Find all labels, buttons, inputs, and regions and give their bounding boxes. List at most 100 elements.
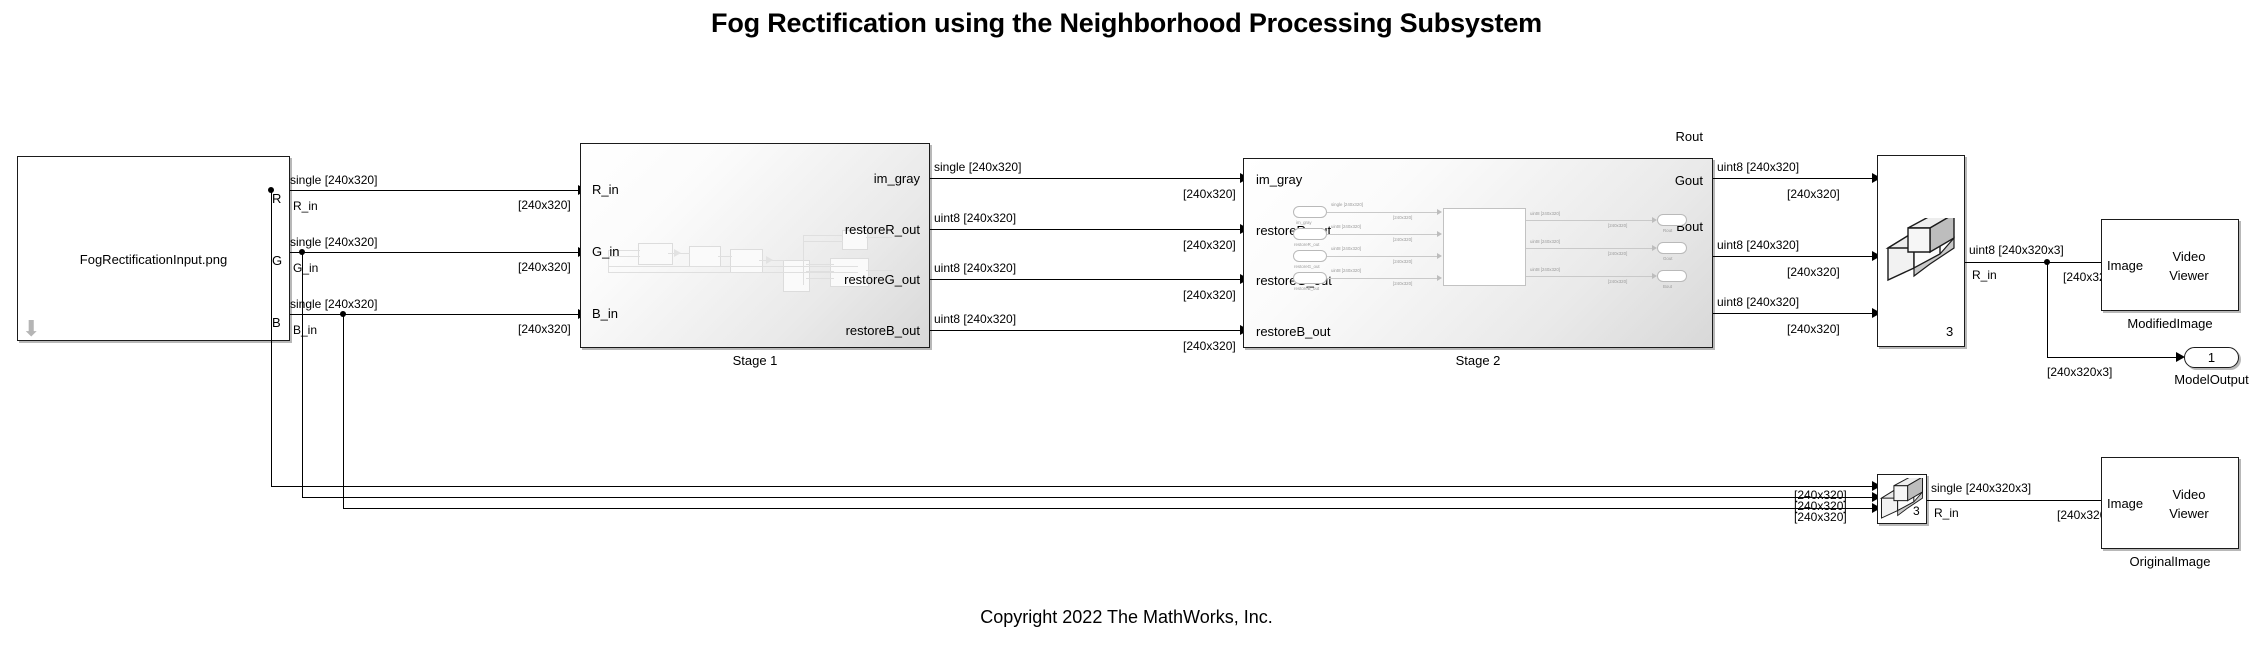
stage1-out-restoreb: restoreB_out [845, 323, 920, 338]
stage1-ghost-line-13 [866, 237, 892, 238]
source-port-letter-g: G [272, 253, 283, 268]
arrow-concat2-in1 [1872, 481, 1881, 491]
concat1-in1-dims: [240x320] [1787, 187, 1840, 201]
viewer-original-port: Image [2107, 496, 2144, 511]
block-viewer-modified[interactable] [2101, 219, 2239, 311]
bus-g-bottom [302, 497, 1880, 498]
stage2-inner-dims-2: [240x320] [1393, 237, 1413, 242]
stage2-inner-outlabel-bout: Bout [1663, 284, 1673, 289]
input-source-name: FogRectificationInput.png [79, 252, 228, 267]
block-model-output[interactable]: 1 [2184, 347, 2239, 368]
concat-original-in3-dims: [240x320] [1794, 510, 1847, 524]
wire-rout-signal: uint8 [240x320] [1717, 160, 1800, 174]
wire-restoreb-signal: uint8 [240x320] [934, 312, 1017, 326]
wire-restorer-signal: uint8 [240x320] [934, 211, 1017, 225]
stage1-ghost-3 [730, 249, 763, 273]
concat1-in2-dims: [240x320] [1787, 265, 1840, 279]
block-viewer-original[interactable] [2101, 457, 2239, 549]
stage2-inner-arrow-4 [1437, 275, 1442, 281]
concat-original-out-signal-v: single [240x320x3] [1931, 481, 2032, 495]
arrow-concat2-in2 [1872, 492, 1881, 502]
wire-restoreb [930, 330, 1240, 331]
stage2-inner-out-arrow-1 [1652, 217, 1657, 223]
stage2-inner-out-arrow-3 [1652, 273, 1657, 279]
arrow-concat1-in1 [1872, 173, 1881, 183]
stage1-in-r-dims: [240x320] [518, 198, 571, 212]
block-fog-rectification-input[interactable] [17, 156, 290, 341]
stage2-inner-sig-imgray: single [240x320] [1331, 202, 1363, 207]
stage1-ghost-tri-1 [674, 249, 681, 257]
stage2-in-imgray: im_gray [1256, 172, 1303, 187]
source-port-letter-b: B [272, 315, 281, 330]
wire-gout [1713, 256, 1872, 257]
stage1-ghost-line-2 [608, 256, 640, 257]
source-port-letter-r: R [272, 191, 282, 206]
stage2-inner-port-imgray [1293, 206, 1327, 218]
stage1-in-g: G_in [592, 244, 620, 259]
wire-rout [1713, 178, 1872, 179]
wire-modelout [2047, 357, 2176, 358]
stage2-inner-outlabel-gout: Gout [1663, 256, 1673, 261]
drop-r [271, 190, 272, 486]
stage2-inner-outport-bout [1657, 270, 1687, 282]
stage1-out-imgray: im_gray [873, 171, 920, 186]
concatenate-cube-icon-original [1879, 478, 1924, 519]
wire-imgray [930, 178, 1240, 179]
stage2-inner-outport-rout [1657, 214, 1687, 226]
stage1-ghost-line-3 [608, 266, 858, 267]
stage1-in-b: B_in [592, 306, 619, 321]
stage1-label: Stage 1 [732, 353, 778, 368]
stage1-out-restorer: restoreR_out [844, 222, 920, 237]
model-output-caption: ModelOutput [2174, 372, 2249, 387]
stage2-inner-out-sig-3: uint8 [240x320] [1530, 267, 1561, 272]
stage2-inner-out-arrow-2 [1652, 245, 1657, 251]
wire-label-g-name: G_in [293, 261, 319, 275]
wire-source-g [290, 252, 578, 253]
stage2-inner-label-imgray: im_gray [1296, 220, 1312, 225]
arrow-modelout [2176, 352, 2185, 362]
concat-original-out-label: R_in [1934, 506, 1959, 520]
down-arrow-icon: ⬇ [22, 316, 41, 341]
bus-r-bottom [271, 486, 1880, 487]
stage2-inner-sig-restorer: uint8 [240x320] [1331, 224, 1362, 229]
viewer-modified-line1: Video [2172, 249, 2206, 264]
stage2-inner-out-dims-3: [240x320] [1608, 279, 1628, 284]
stage1-ghost-line-11 [803, 235, 843, 236]
stage1-in-r: R_in [592, 182, 619, 197]
stage2-inner-wire-4 [1327, 278, 1437, 279]
stage2-inner-out-dims-2: [240x320] [1608, 251, 1628, 256]
stage2-inner-out-sig-2: uint8 [240x320] [1530, 239, 1561, 244]
page-title: Fog Rectification using the Neighborhood… [711, 8, 1542, 38]
viewer-original-caption: OriginalImage [2129, 554, 2211, 569]
stage2-inner-out-wire-2 [1526, 248, 1652, 249]
stage1-out-restoreg: restoreG_out [844, 272, 920, 287]
stage1-ghost-2 [689, 246, 721, 267]
stage1-ghost-line-1 [608, 250, 640, 251]
drop-modelout [2047, 262, 2048, 357]
stage2-in-restoreb: restoreB_out [1256, 324, 1331, 339]
stage1-ghost-line-9 [806, 271, 834, 272]
arrow-concat2-in3 [1872, 503, 1881, 513]
stage2-out-gout: Gout [1674, 173, 1703, 188]
stage2-inner-label-restoreb: restoreB_out [1294, 286, 1320, 291]
stage2-inner-wire-3 [1327, 256, 1437, 257]
stage2-inner-port-restoreg [1293, 250, 1327, 262]
concat-original-in1-dims: [240x320] [1794, 488, 1847, 502]
stage2-inner-sig-restoreg: uint8 [240x320] [1331, 246, 1362, 251]
stage2-inner-out-wire-1 [1526, 220, 1652, 221]
stage2-inner-outport-gout [1657, 242, 1687, 254]
stage1-ghost-line-12 [803, 241, 843, 242]
wire-source-r [290, 190, 578, 191]
stage2-inner-outlabel-rout: Rout [1663, 228, 1673, 233]
stage1-ghost-vline-2 [803, 235, 804, 285]
concat-modified-out-signal: uint8 [240x320x3] [1969, 243, 2064, 257]
stage1-ghost-4 [783, 260, 810, 292]
stage1-in-b-dims: [240x320] [518, 322, 571, 336]
stage2-inner-out-dims-1: [240x320] [1608, 223, 1628, 228]
wire-concat1-out [1965, 262, 2158, 263]
wire-label-r-signal: single [240x320] [290, 173, 378, 187]
wire-restoreg-signal: uint8 [240x320] [934, 261, 1017, 275]
wire-bout-signal: uint8 [240x320] [1717, 295, 1800, 309]
modelout-dims: [240x320x3] [2047, 365, 2113, 379]
arrow-concat1-in3 [1872, 308, 1881, 318]
